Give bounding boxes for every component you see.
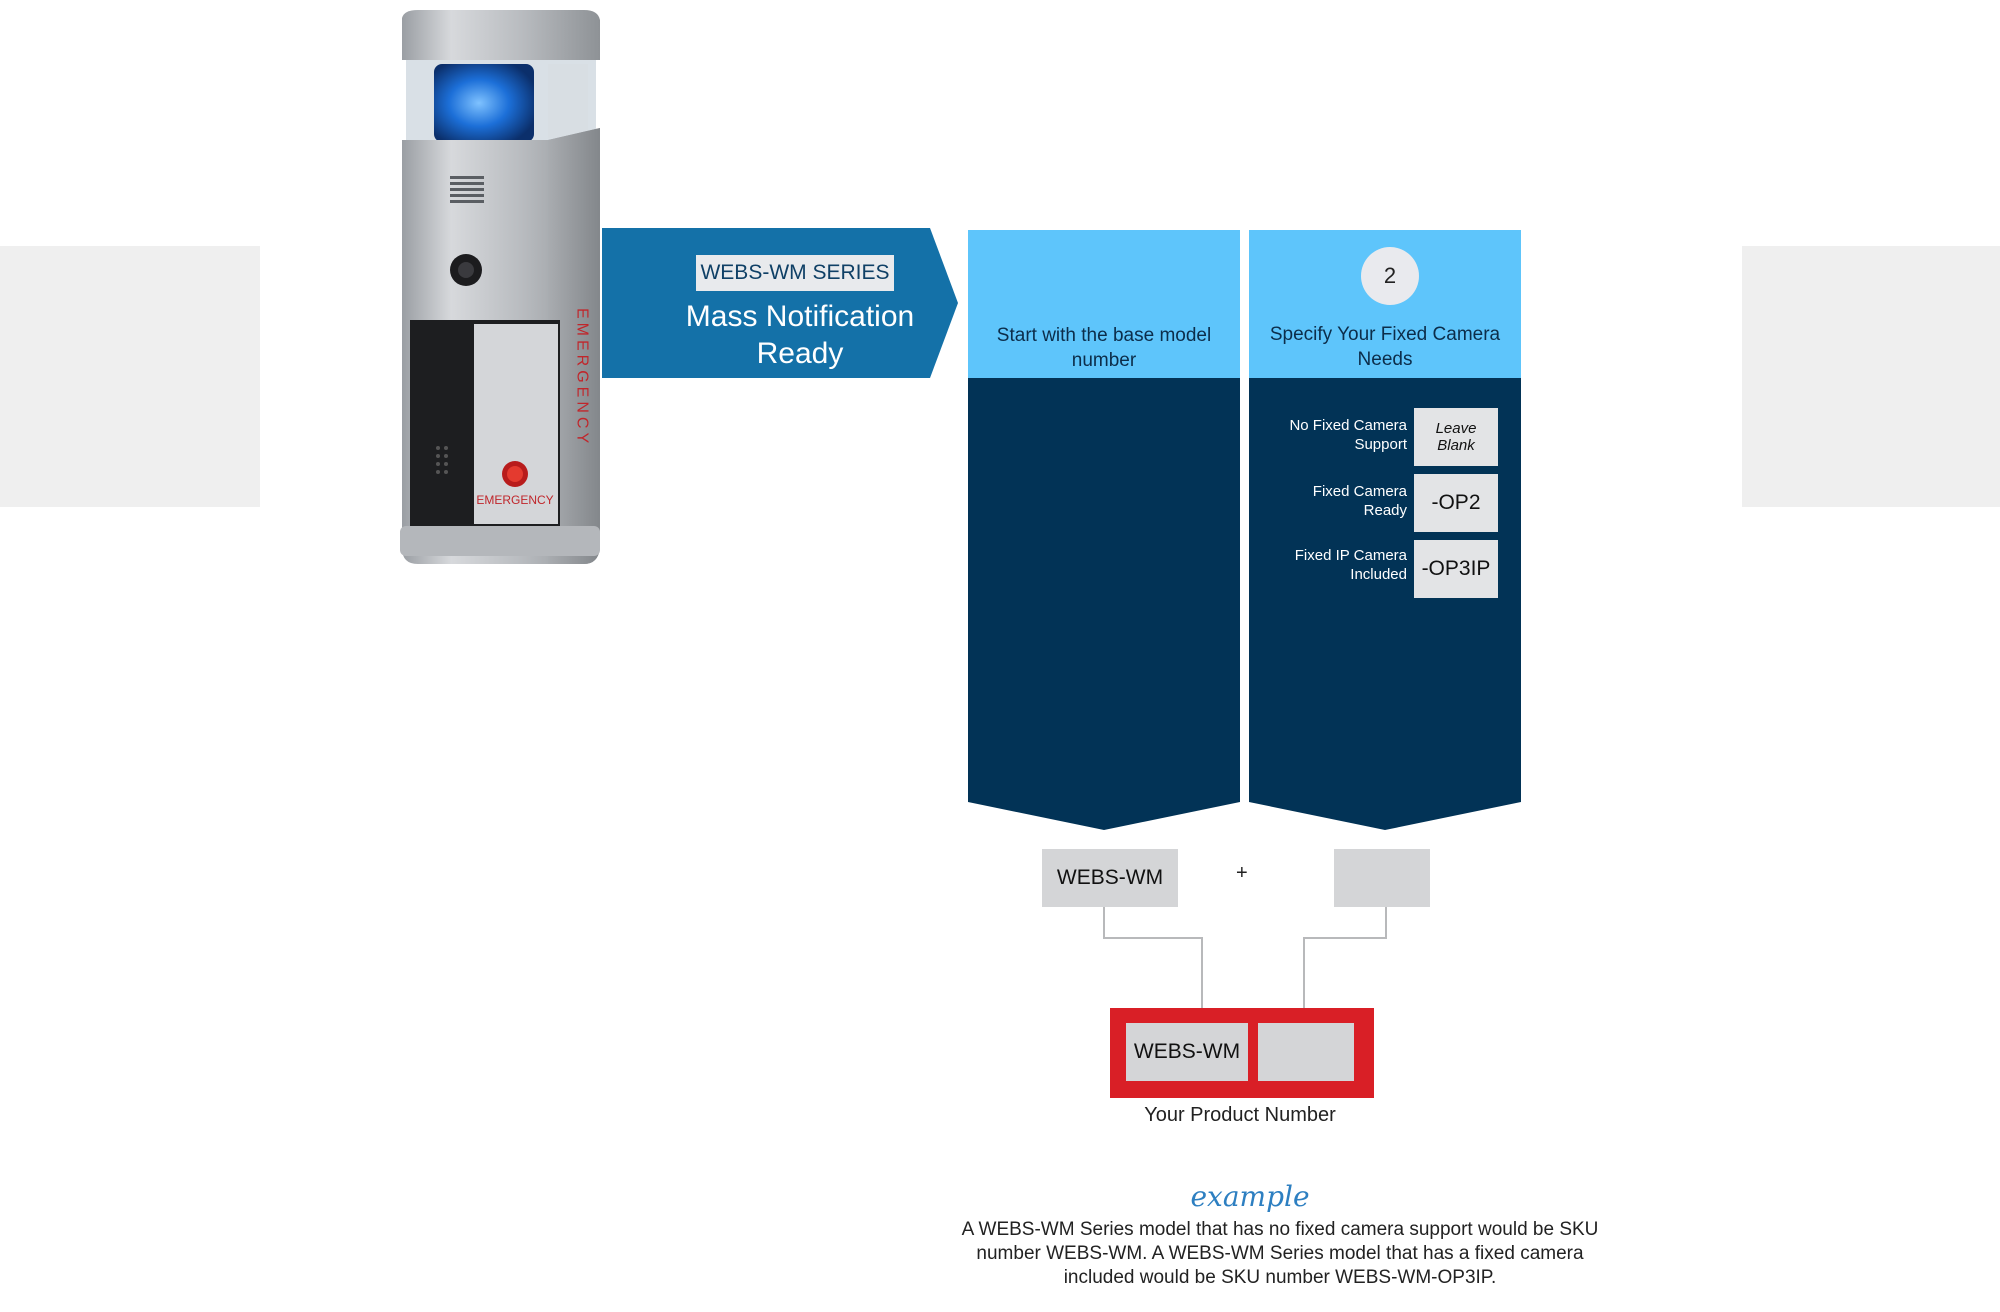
banner-title-line-2: Ready xyxy=(756,337,844,370)
option-label-line: Support xyxy=(1354,436,1407,453)
option-no-fixed-camera-code[interactable]: Leave Blank xyxy=(1414,408,1498,466)
option-fixed-ip-camera-code[interactable]: -OP3IP xyxy=(1414,540,1498,598)
column-2-heading: Specify Your Fixed Camera Needs xyxy=(1269,324,1501,370)
column-base-model xyxy=(968,230,1240,830)
example-line: A WEBS-WM Series model that has no fixed… xyxy=(961,1219,1599,1240)
left-side-panel xyxy=(0,246,260,507)
device-button-label: EMERGENCY xyxy=(476,493,553,507)
example-description: A WEBS-WM Series model that has no fixed… xyxy=(895,1218,1665,1290)
product-number-label: Your Product Number xyxy=(1144,1104,1336,1126)
option-code-line: Blank xyxy=(1437,437,1475,454)
product-base-box: WEBS-WM xyxy=(1126,1023,1248,1081)
device-side-lettering: EMERGENCY xyxy=(574,308,591,447)
base-model-box: WEBS-WM xyxy=(1042,849,1178,907)
option-label-line: Fixed Camera xyxy=(1312,483,1407,500)
option-label-line: Fixed IP Camera xyxy=(1294,547,1407,564)
series-tag: WEBS-WM SERIES xyxy=(696,255,894,291)
option-label-line: Ready xyxy=(1363,502,1407,519)
example-heading: example xyxy=(1190,1180,1310,1213)
option-code-line: Leave xyxy=(1435,420,1477,437)
example-line: number WEBS-WM. A WEBS-WM Series model t… xyxy=(976,1243,1584,1264)
emergency-tower-image: EMERGENCY EMERGENCY xyxy=(400,10,600,564)
option-label-line: Included xyxy=(1350,566,1407,583)
example-line: included would be SKU number WEBS-WM-OP3… xyxy=(1063,1267,1497,1288)
camera-option-box[interactable] xyxy=(1334,849,1430,907)
option-no-fixed-camera-label: No Fixed Camera Support xyxy=(1237,416,1407,454)
step-number-badge: 2 xyxy=(1361,247,1419,305)
right-side-panel xyxy=(1742,246,2000,507)
banner-title-line-1: Mass Notification xyxy=(685,300,915,333)
plus-sign: + xyxy=(1236,862,1248,884)
product-suffix-box xyxy=(1258,1023,1354,1081)
option-fixed-ip-camera-label: Fixed IP Camera Included xyxy=(1237,546,1407,584)
banner-title: Mass Notification Ready xyxy=(640,298,960,372)
column-1-heading: Start with the base model number xyxy=(996,325,1212,371)
option-fixed-camera-ready-code[interactable]: -OP2 xyxy=(1414,474,1498,532)
option-fixed-camera-ready-label: Fixed Camera Ready xyxy=(1237,482,1407,520)
option-label-line: No Fixed Camera xyxy=(1289,417,1407,434)
